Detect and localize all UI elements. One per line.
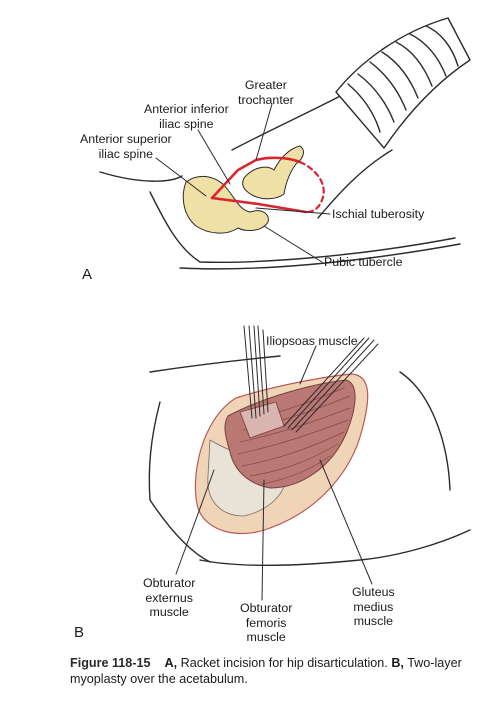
body-outline-upper (99, 171, 183, 182)
body-outline-b-right (399, 371, 451, 491)
femur (242, 145, 304, 200)
panel-letter-b: B (74, 624, 85, 641)
panel-a-leaders (155, 103, 331, 263)
body-outline-lower (149, 191, 456, 263)
label-iliopsoas-muscle: Iliopsoas muscle (266, 334, 358, 348)
label-obturator-externus-muscle: Obturator externus muscle (143, 576, 196, 619)
thigh-bottom-outline (317, 149, 393, 219)
label-anterior-superior-iliac-spine: Anterior superior iliac spine (80, 132, 172, 161)
table-edge (179, 243, 461, 270)
label-ischial-tuberosity: Ischial tuberosity (332, 207, 425, 221)
racket-incision-dashed (298, 160, 325, 214)
leg-drape (335, 17, 471, 149)
label-obturator-femoris-muscle: Obturator femoris muscle (240, 601, 293, 644)
panel-b-drawing (148, 325, 471, 601)
panel-letter-a: A (82, 266, 93, 283)
panel-b-leaders (175, 345, 373, 601)
label-pubic-tubercle: Pubic tubercle (324, 255, 403, 269)
caption-a-letter: A, (164, 656, 178, 670)
pelvis-bone (182, 175, 269, 234)
panel-a-drawing (99, 17, 471, 270)
figure-caption: Figure 118-15 A, Racket incision for hip… (70, 655, 490, 687)
sutures (243, 325, 379, 433)
body-outline-b-top (149, 355, 281, 373)
skin-fold-b (149, 499, 211, 563)
thigh-top-outline (231, 91, 349, 151)
figure-number: Figure 118-15 (70, 656, 151, 670)
caption-b-text: Two-layer myoplasty over the acetabulum. (70, 656, 462, 686)
caption-a-text: Racket incision for hip disarticulation. (180, 656, 388, 670)
label-anterior-inferior-iliac-spine: Anterior inferior iliac spine (144, 102, 229, 131)
body-outline-b-bottom (199, 529, 471, 566)
label-gluteus-medius-muscle: Gluteus medius muscle (352, 585, 395, 628)
label-greater-trochanter: Greater trochanter (238, 78, 294, 107)
body-outline-b-left (148, 401, 161, 501)
caption-b-letter: B, (391, 656, 404, 670)
